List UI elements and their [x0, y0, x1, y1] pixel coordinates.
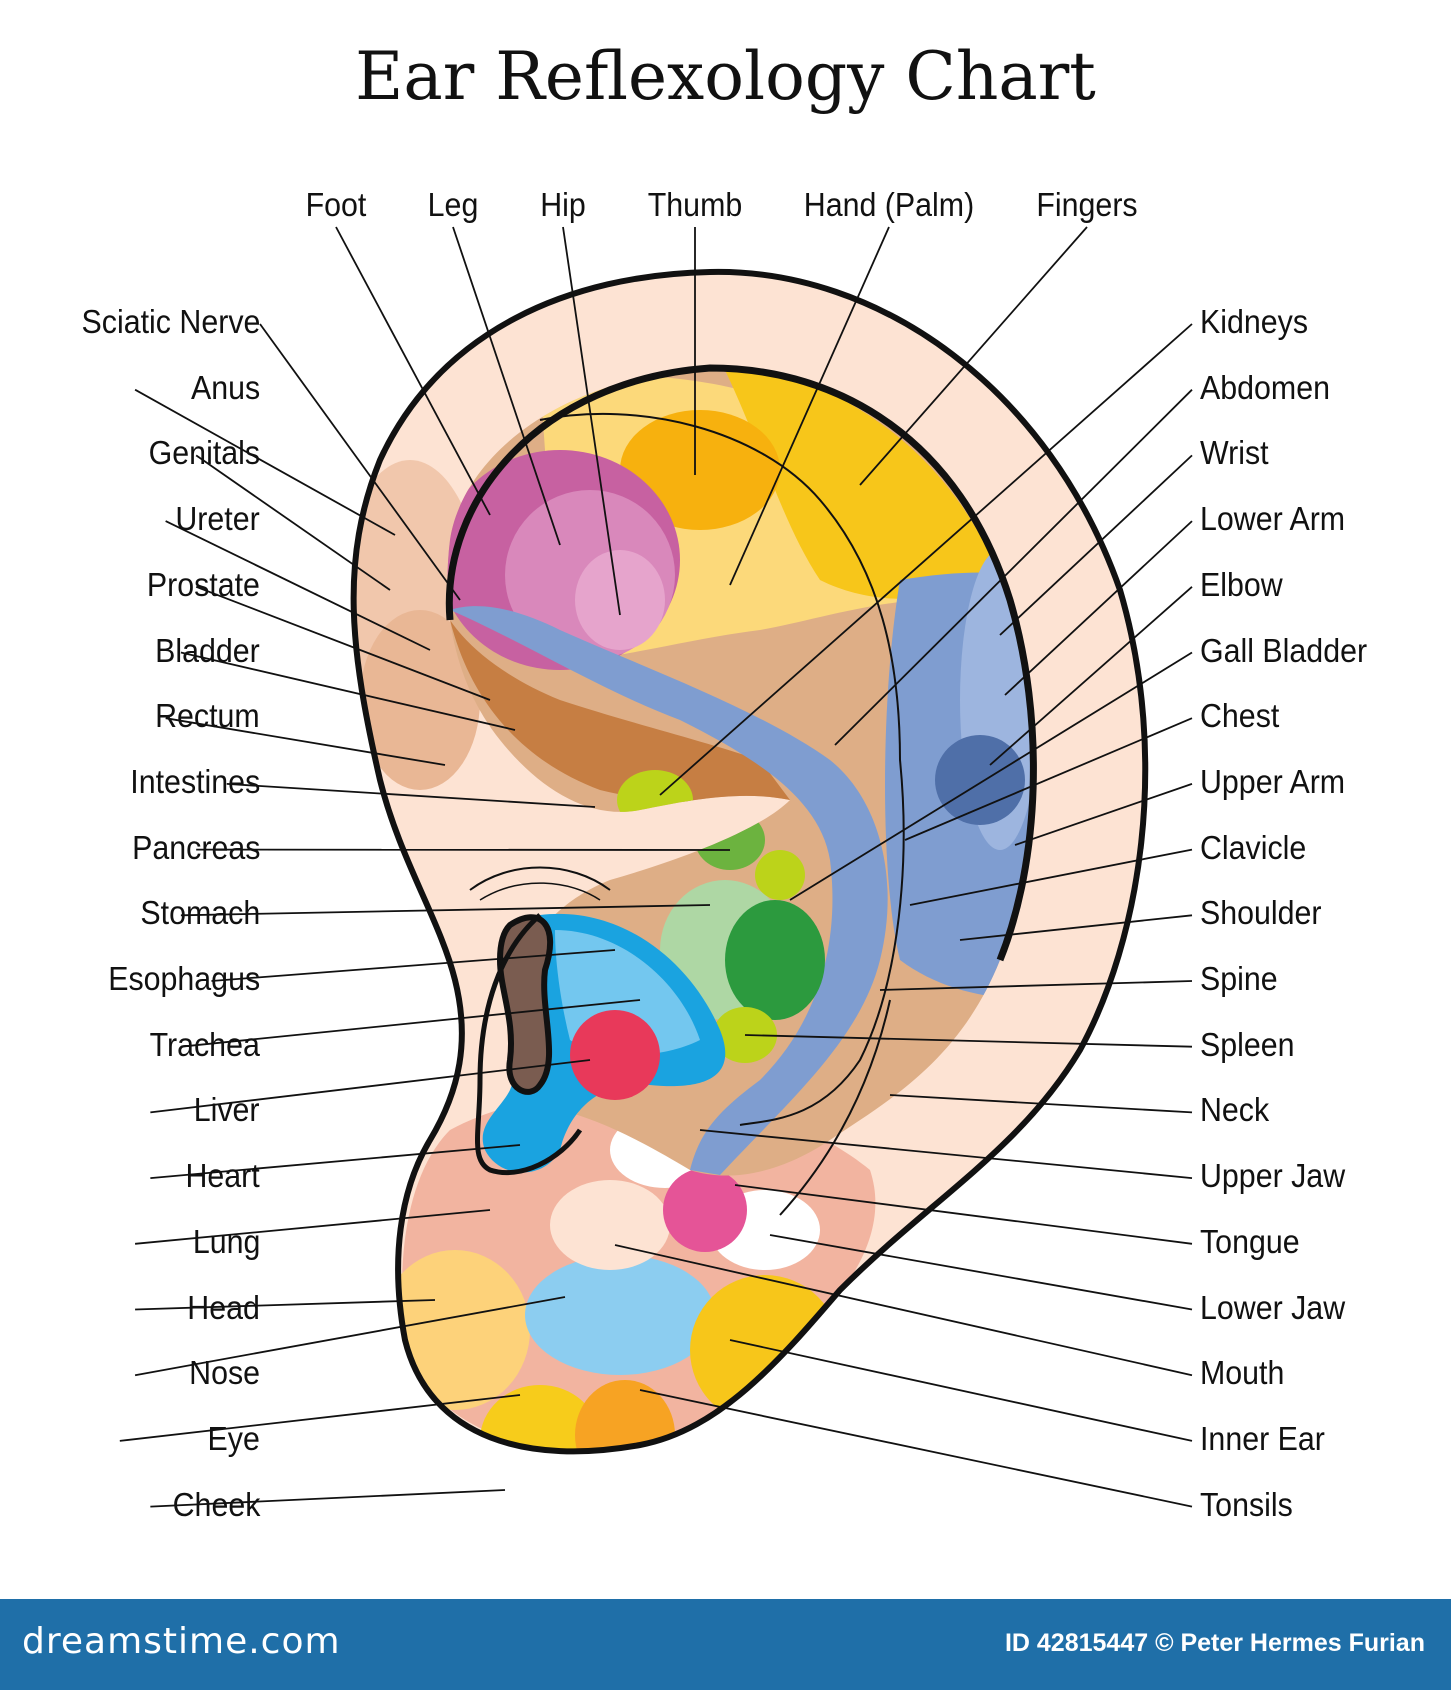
leader-line-upper-arm — [1014, 783, 1193, 846]
leader-line-spine — [879, 980, 1193, 991]
label-clavicle: Clavicle — [1200, 828, 1307, 866]
leader-line-trachea — [180, 999, 641, 1048]
leader-line-chest — [904, 717, 1193, 841]
leader-line-abdomen — [834, 389, 1193, 746]
label-bladder: Bladder — [155, 631, 260, 669]
leader-line-lower-jaw — [769, 1234, 1193, 1311]
leader-line-liver — [150, 1059, 591, 1114]
label-upper-jaw: Upper Jaw — [1200, 1157, 1346, 1195]
leader-line-tongue — [734, 1184, 1193, 1245]
label-foot: Foot — [305, 186, 367, 223]
label-pancreas: Pancreas — [131, 828, 260, 866]
label-liver: Liver — [194, 1091, 260, 1129]
leader-line-shoulder — [959, 914, 1193, 941]
leader-line-bladder — [180, 651, 516, 731]
label-prostate: Prostate — [146, 565, 260, 603]
label-tongue: Tongue — [1200, 1222, 1300, 1260]
label-ureter: Ureter — [175, 500, 260, 538]
label-sciatic-nerve: Sciatic Nerve — [81, 303, 260, 340]
leader-line-mouth — [614, 1244, 1193, 1377]
label-shoulder: Shoulder — [1200, 894, 1322, 932]
label-hand-palm: Hand (Palm) — [803, 186, 975, 223]
ear-canal-area — [482, 913, 726, 1173]
footer-brand: dreamstime.com — [22, 1621, 341, 1662]
leader-line-hip — [562, 226, 621, 616]
label-mouth: Mouth — [1200, 1354, 1285, 1392]
page-title: Ear Reflexology Chart — [355, 38, 1096, 115]
label-stomach: Stomach — [140, 894, 260, 932]
label-genitals: Genitals — [148, 434, 260, 472]
ear-outlines — [350, 268, 1149, 1455]
label-heart: Heart — [185, 1157, 260, 1195]
leader-line-hand-palm — [729, 226, 890, 586]
label-trachea: Trachea — [149, 1025, 260, 1063]
label-elbow: Elbow — [1200, 565, 1283, 603]
leader-line-fingers — [859, 226, 1088, 486]
leader-line-lung — [135, 1209, 491, 1245]
label-hip: Hip — [540, 186, 586, 223]
label-lower-jaw: Lower Jaw — [1200, 1288, 1346, 1326]
leader-line-sciatic-nerve — [259, 323, 461, 601]
label-eye: Eye — [207, 1419, 260, 1457]
label-abdomen: Abdomen — [1200, 368, 1330, 406]
leader-line-genitals — [195, 454, 391, 591]
leader-line-nose — [134, 1296, 566, 1377]
label-cheek: Cheek — [172, 1485, 260, 1523]
leader-line-elbow — [989, 586, 1193, 766]
leader-line-upper-jaw — [699, 1129, 1193, 1179]
leader-line-kidneys — [659, 323, 1193, 796]
label-spine: Spine — [1200, 960, 1278, 997]
leader-line-ureter — [165, 520, 431, 651]
leader-line-anus — [134, 388, 396, 536]
label-wrist: Wrist — [1200, 434, 1269, 472]
leader-line-tonsils — [639, 1389, 1193, 1508]
leader-line-spleen — [744, 1034, 1193, 1048]
label-inner-ear: Inner Ear — [1200, 1419, 1325, 1457]
leader-line-prostate — [195, 585, 491, 701]
label-anus: Anus — [190, 368, 260, 406]
leader-line-gall-bladder — [789, 651, 1193, 901]
leader-line-clavicle — [909, 848, 1193, 906]
leader-line-eye — [119, 1394, 521, 1442]
label-kidneys: Kidneys — [1200, 303, 1309, 340]
label-esophagus: Esophagus — [108, 960, 260, 997]
leader-line-neck — [889, 1094, 1193, 1114]
leader-line-leg — [452, 226, 561, 546]
leader-line-intestines — [226, 783, 596, 808]
leader-line-foot — [335, 226, 491, 516]
label-spleen: Spleen — [1200, 1025, 1295, 1063]
leader-line-esophagus — [211, 949, 616, 982]
label-fingers: Fingers — [1036, 186, 1138, 223]
label-rectum: Rectum — [155, 697, 260, 735]
leader-line-lower-arm — [1004, 520, 1193, 696]
footer-bar: dreamstime.com ID 42815447 © Peter Herme… — [0, 1599, 1451, 1690]
label-leg: Leg — [427, 186, 479, 223]
label-head: Head — [187, 1288, 260, 1326]
leader-line-rectum — [165, 717, 446, 766]
leader-line-stomach — [180, 904, 711, 917]
label-intestines: Intestines — [130, 762, 260, 800]
leader-line-heart — [150, 1144, 521, 1179]
leader-line-wrist — [999, 454, 1193, 636]
label-upper-arm: Upper Arm — [1200, 762, 1346, 800]
label-lower-arm: Lower Arm — [1200, 500, 1346, 538]
leader-line-head — [135, 1299, 436, 1311]
label-thumb: Thumb — [647, 186, 743, 223]
label-nose: Nose — [189, 1354, 260, 1392]
label-lung: Lung — [192, 1222, 260, 1260]
leader-lines — [119, 226, 1193, 1508]
label-chest: Chest — [1200, 697, 1280, 735]
leader-line-cheek — [150, 1489, 506, 1508]
label-tonsils: Tonsils — [1200, 1485, 1293, 1523]
leader-line-inner-ear — [729, 1339, 1193, 1442]
label-neck: Neck — [1200, 1091, 1270, 1129]
label-gall-bladder: Gall Bladder — [1200, 631, 1368, 669]
footer-credit: ID 42815447 © Peter Hermes Furian — [1004, 1629, 1425, 1657]
